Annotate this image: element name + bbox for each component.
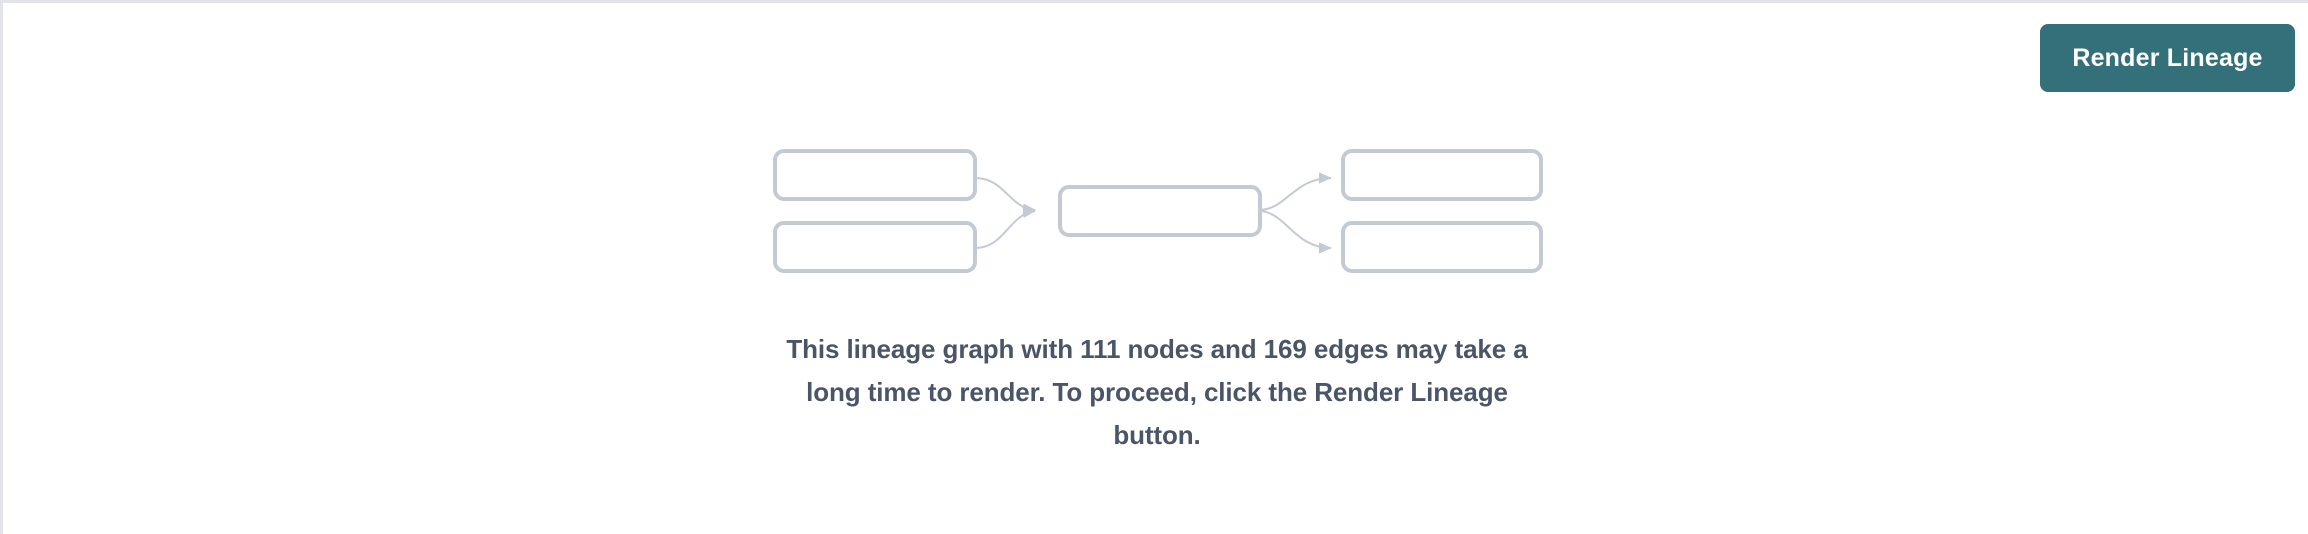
graph-node-center	[1058, 185, 1262, 237]
render-lineage-button[interactable]: Render Lineage	[2040, 24, 2295, 92]
lineage-warning-message: This lineage graph with 111 nodes and 16…	[786, 334, 1528, 450]
edge-left-bottom-to-center	[974, 206, 1036, 249]
render-lineage-button-label: Render Lineage	[2072, 43, 2263, 72]
graph-node-left-bottom	[773, 221, 977, 273]
graph-node-right-bottom	[1341, 221, 1543, 273]
graph-node-right-top	[1341, 149, 1543, 201]
edge-left-top-to-center	[974, 177, 1036, 215]
edge-center-to-right-top	[1260, 172, 1332, 211]
lineage-placeholder-graph	[753, 128, 1563, 288]
graph-node-left-top	[773, 149, 977, 201]
edge-center-to-right-bottom	[1260, 210, 1332, 254]
